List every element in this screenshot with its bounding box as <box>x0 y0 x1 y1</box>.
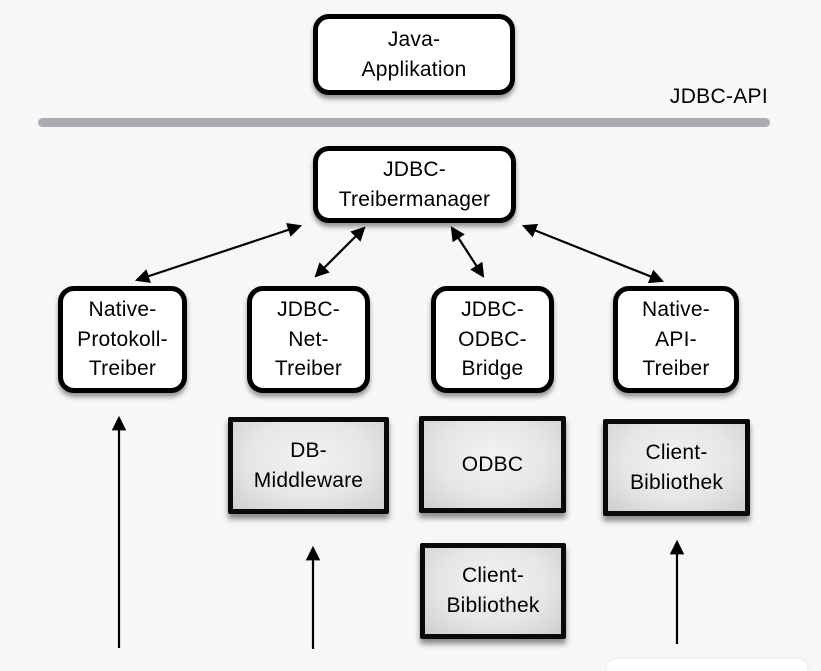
jdbc-api-label: JDBC-API <box>669 85 768 108</box>
arrow-treibermanager-jdbc-net <box>314 226 366 278</box>
jdbc-api-divider <box>38 118 770 127</box>
node-client-bibliothek-middle: Client- Bibliothek <box>420 543 566 639</box>
node-client-bibliothek-right: Client- Bibliothek <box>603 419 750 516</box>
node-java-applikation: Java- Applikation <box>313 14 515 95</box>
node-jdbc-odbc-bridge: JDBC- ODBC- Bridge <box>431 286 554 393</box>
node-native-protokoll-treiber: Native- Protokoll- Treiber <box>58 286 187 393</box>
node-jdbc-treibermanager: JDBC- Treibermanager <box>313 146 516 223</box>
arrow-treibermanager-native-api <box>521 223 665 284</box>
node-db-middleware: DB- Middleware <box>228 417 389 514</box>
arrow-treibermanager-native-protokoll <box>134 222 303 284</box>
partial-box-bottom-right <box>607 659 807 671</box>
node-jdbc-net-treiber: JDBC- Net- Treiber <box>247 286 370 393</box>
arrow-treibermanager-jdbc-odbc <box>450 226 485 278</box>
node-odbc: ODBC <box>419 416 566 513</box>
node-native-api-treiber: Native- API- Treiber <box>613 286 739 393</box>
